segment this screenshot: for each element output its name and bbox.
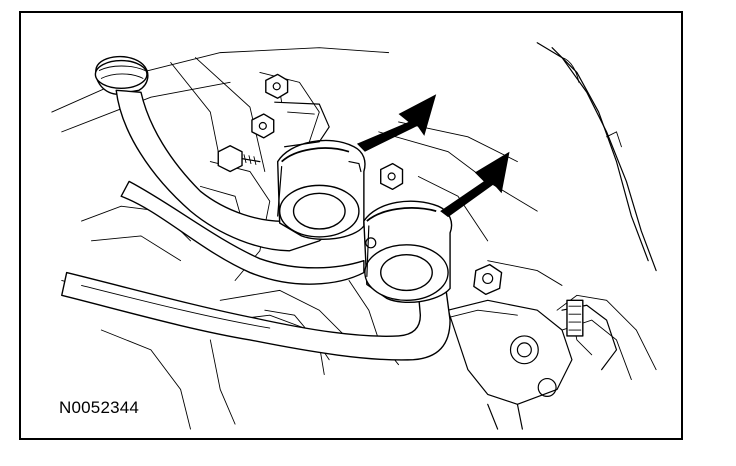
nut xyxy=(473,263,503,296)
nut xyxy=(265,73,289,99)
arrow-icon xyxy=(356,94,437,152)
figure-id-label: N0052344 xyxy=(57,398,142,418)
clip xyxy=(566,299,584,337)
nut xyxy=(380,162,404,191)
stabilizer-bar-bushing-right xyxy=(363,200,453,304)
nut xyxy=(251,113,275,139)
mounting-bolts xyxy=(217,73,503,296)
stabilizer-bar-illustration xyxy=(51,42,657,430)
bracket-hole xyxy=(509,335,539,365)
arrow-icon xyxy=(440,151,510,218)
bracket-hole xyxy=(537,377,557,397)
callout-arrows xyxy=(356,94,510,218)
control-arm-bracket xyxy=(447,299,618,430)
illustration-frame: N0052344 xyxy=(19,11,683,440)
bolt xyxy=(217,145,243,173)
stabilizer-bar-bushing-left xyxy=(276,139,366,240)
